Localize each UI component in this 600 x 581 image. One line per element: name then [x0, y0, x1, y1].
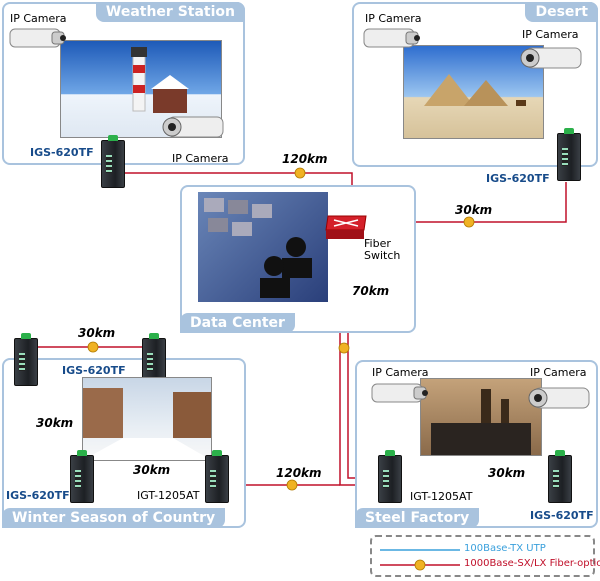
ip-camera-icon	[520, 47, 582, 69]
factory-photo	[420, 378, 542, 456]
distance-label: 30km	[36, 416, 74, 430]
panel-title: Data Center	[180, 313, 295, 333]
legend-swatches	[380, 549, 460, 571]
fiber-switch-label: Fiber Switch	[364, 238, 400, 262]
fiber-marker	[286, 479, 298, 491]
factory-icon	[431, 389, 531, 455]
ip-camera-icon	[528, 387, 590, 409]
fiber-switch-label-line1: Fiber	[364, 237, 391, 250]
ip-camera-icon	[9, 28, 66, 48]
poe-switch-icon	[378, 450, 402, 503]
panel-title: Steel Factory	[355, 508, 480, 528]
ip-camera-icon	[371, 383, 428, 403]
lighthouse-icon	[131, 47, 189, 113]
fiber-marker	[463, 216, 475, 228]
distance-label: 120km	[276, 466, 322, 480]
pyramid-icon	[424, 74, 526, 106]
switch-label: IGS-620TF	[530, 509, 594, 522]
poe-switch-label: IGT-1205AT	[137, 489, 200, 502]
panel-title: Winter Season of Country	[2, 508, 226, 528]
fiber-marker	[294, 167, 306, 179]
industrial-switch-icon	[70, 450, 94, 503]
industrial-switch-icon	[557, 128, 581, 181]
distance-label: 70km	[352, 284, 390, 298]
switch-label: IGS-620TF	[486, 172, 550, 185]
switch-label: IGS-620TF	[30, 146, 94, 159]
ip-camera-icon	[363, 28, 420, 48]
panel-title: Desert	[525, 2, 598, 22]
ip-camera-label: IP Camera	[172, 152, 229, 165]
ip-camera-label: IP Camera	[372, 366, 429, 379]
distance-label: 120km	[282, 152, 328, 166]
distance-label: 30km	[78, 326, 116, 340]
ip-camera-label: IP Camera	[522, 28, 579, 41]
panel-title: Weather Station	[95, 2, 245, 22]
switch-label: IGS-620TF	[62, 364, 126, 377]
poe-switch-icon	[205, 450, 229, 503]
distance-label: 30km	[488, 466, 526, 480]
ip-camera-label: IP Camera	[530, 366, 587, 379]
fiber-switch-label-line2: Switch	[364, 249, 401, 262]
fiber-marker	[338, 342, 350, 354]
ip-camera-label: IP Camera	[365, 12, 422, 25]
industrial-switch-icon	[548, 450, 572, 503]
switch-label: IGS-620TF	[6, 489, 70, 502]
snow-street-icon	[83, 388, 211, 460]
fiber-switch-icon	[325, 215, 367, 239]
operators-icon	[204, 198, 312, 298]
ip-camera-icon	[162, 116, 224, 138]
distance-label: 30km	[455, 203, 493, 217]
snow-street-photo	[82, 377, 212, 461]
distance-label: 30km	[133, 463, 171, 477]
fiber-link-desert-dc	[368, 182, 567, 223]
industrial-switch-icon	[14, 333, 38, 386]
control-room-photo	[198, 192, 328, 302]
industrial-switch-icon	[101, 135, 125, 188]
legend-utp: 100Base-TX UTP	[464, 543, 546, 554]
legend: 100Base-TX UTP 1000Base-SX/LX Fiber-opti…	[370, 535, 600, 577]
legend-fiber: 1000Base-SX/LX Fiber-optic	[464, 558, 600, 569]
pyramid-photo	[403, 45, 544, 139]
poe-switch-label: IGT-1205AT	[410, 490, 473, 503]
ip-camera-label: IP Camera	[10, 12, 67, 25]
fiber-marker	[87, 341, 99, 353]
